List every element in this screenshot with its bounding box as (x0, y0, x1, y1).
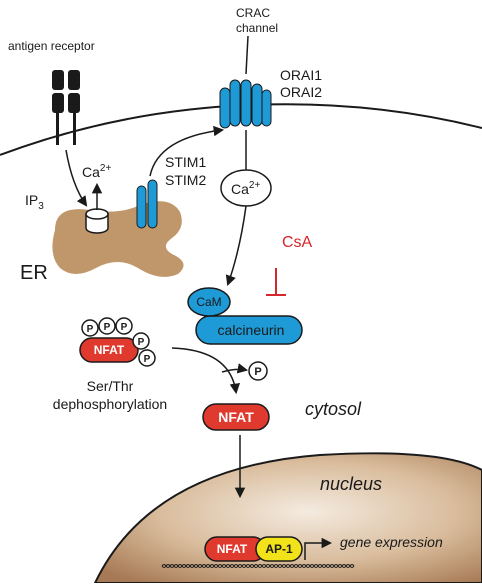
released-phosphate (248, 361, 268, 381)
phosphate-group-3 (115, 317, 133, 335)
phosphate-group-4 (132, 332, 150, 350)
er-label: ER (20, 262, 48, 284)
csa-inhibition-icon (266, 268, 286, 296)
cam-label: CaM (196, 295, 221, 309)
phosphate-group-5 (138, 349, 156, 367)
ap1-label: AP-1 (265, 542, 293, 556)
nfat-nuclear-label: NFAT (217, 542, 248, 556)
phosphate-release-arrow (221, 363, 249, 374)
ip3-base: IP (25, 192, 38, 208)
stim1-label: STIM1 (165, 154, 206, 170)
calcineurin-box (195, 315, 303, 345)
orai-channel-icon (219, 79, 272, 129)
ca-er-superscript: 2+ (100, 163, 112, 174)
stim2-label: STIM2 (165, 172, 206, 188)
dephosphorylation-arrow (171, 347, 241, 395)
dna-strand-icon (161, 564, 355, 568)
phosphate-label-4: P (138, 337, 145, 348)
csa-label: CsA (282, 234, 313, 251)
orai2-label: ORAI2 (280, 84, 322, 100)
orai1-label: ORAI1 (280, 67, 322, 83)
dephosphorylation-label: dephosphorylation (53, 396, 167, 412)
ca-cytosol-label: Ca2+ (231, 180, 260, 197)
cytosol-label: cytosol (305, 399, 362, 419)
stim-to-orai-arrow (149, 125, 225, 177)
crac-label-line1: CRAC (236, 6, 270, 20)
ca-to-cam-arrow (225, 205, 247, 286)
er-body (52, 201, 184, 277)
ip3-arrow (65, 149, 88, 207)
phosphate-group-2 (98, 317, 116, 335)
stim-icon (136, 179, 158, 229)
phosphate-label-1: P (87, 324, 94, 335)
ca-er-label: Ca2+ (82, 163, 111, 180)
phosphate-group-1 (81, 319, 99, 337)
gene-expression-label: gene expression (340, 534, 443, 550)
nfat-cytosol-label: NFAT (218, 409, 254, 425)
nfat-phosphorylated-label: NFAT (94, 343, 125, 357)
nucleus-label: nucleus (320, 474, 382, 494)
phosphate-label-5: P (144, 354, 151, 365)
released-phosphate-label: P (254, 366, 261, 378)
crac-leader-line (245, 35, 249, 75)
ser-thr-label: Ser/Thr (87, 378, 134, 394)
nfat-phosphorylated-box (79, 337, 139, 363)
phosphate-label-2: P (104, 322, 111, 333)
calcineurin-label: calcineurin (218, 322, 285, 338)
ip3-receptor-channel-icon (85, 208, 109, 234)
ip3-subscript: 3 (38, 201, 44, 212)
nucleus-body (93, 452, 482, 584)
ip3-label: IP3 (25, 192, 44, 212)
gene-expression-arrow (304, 537, 333, 560)
ca-cytosol-superscript: 2+ (249, 180, 261, 191)
ap1-box (255, 536, 303, 562)
antigen-receptor-label: antigen receptor (8, 39, 95, 53)
phosphate-label-3: P (121, 322, 128, 333)
ca-cytosol-base: Ca (231, 181, 249, 197)
antigen-receptor-icon (52, 70, 80, 145)
ca-ion-circle (220, 169, 272, 207)
ca-er-base: Ca (82, 164, 100, 180)
crac-label-line2: channel (236, 21, 278, 35)
nfat-cytosol-box (202, 403, 270, 431)
cam-box (187, 287, 231, 317)
